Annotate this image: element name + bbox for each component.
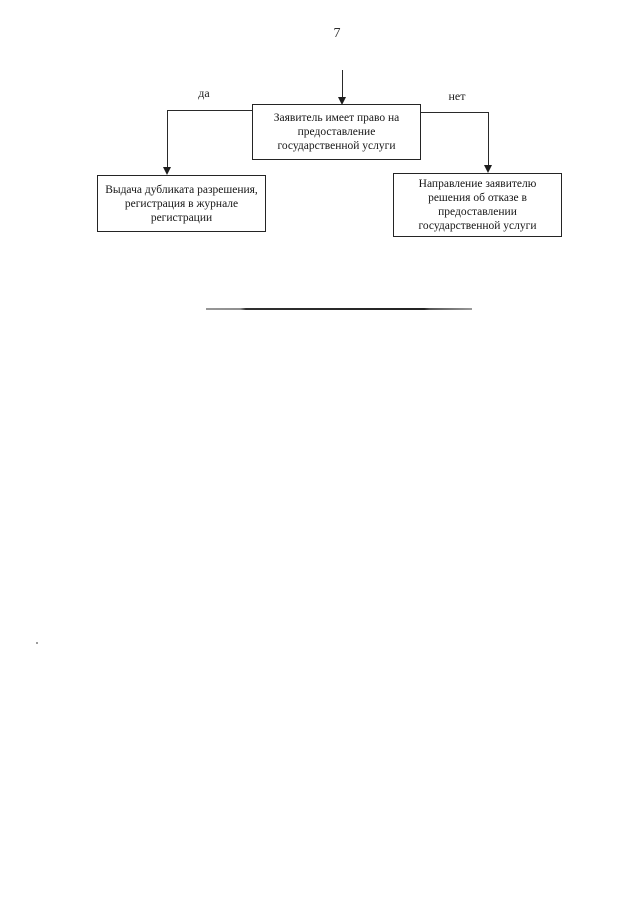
flowchart-outcome-no-box: Направление заявителю решения об отказе …: [393, 173, 562, 237]
flowchart-outcome-yes-box: Выдача дубликата разрешения, регистрация…: [97, 175, 266, 232]
yes-connector-horizontal-line: [167, 110, 252, 111]
no-connector-vertical-line: [488, 112, 489, 165]
entry-connector-line: [342, 70, 343, 98]
scan-artifact-speck: [36, 642, 38, 644]
section-separator-line: [206, 308, 472, 310]
page-number: 7: [333, 26, 341, 41]
no-connector-horizontal-line: [421, 112, 488, 113]
arrow-down-icon: [163, 167, 171, 175]
branch-label-no: нет: [448, 89, 466, 103]
yes-connector-vertical-line: [167, 110, 168, 167]
arrow-down-icon: [338, 97, 346, 105]
branch-label-yes: да: [198, 86, 210, 100]
arrow-down-icon: [484, 165, 492, 173]
flowchart-decision-box: Заявитель имеет право на предоставление …: [252, 104, 421, 160]
